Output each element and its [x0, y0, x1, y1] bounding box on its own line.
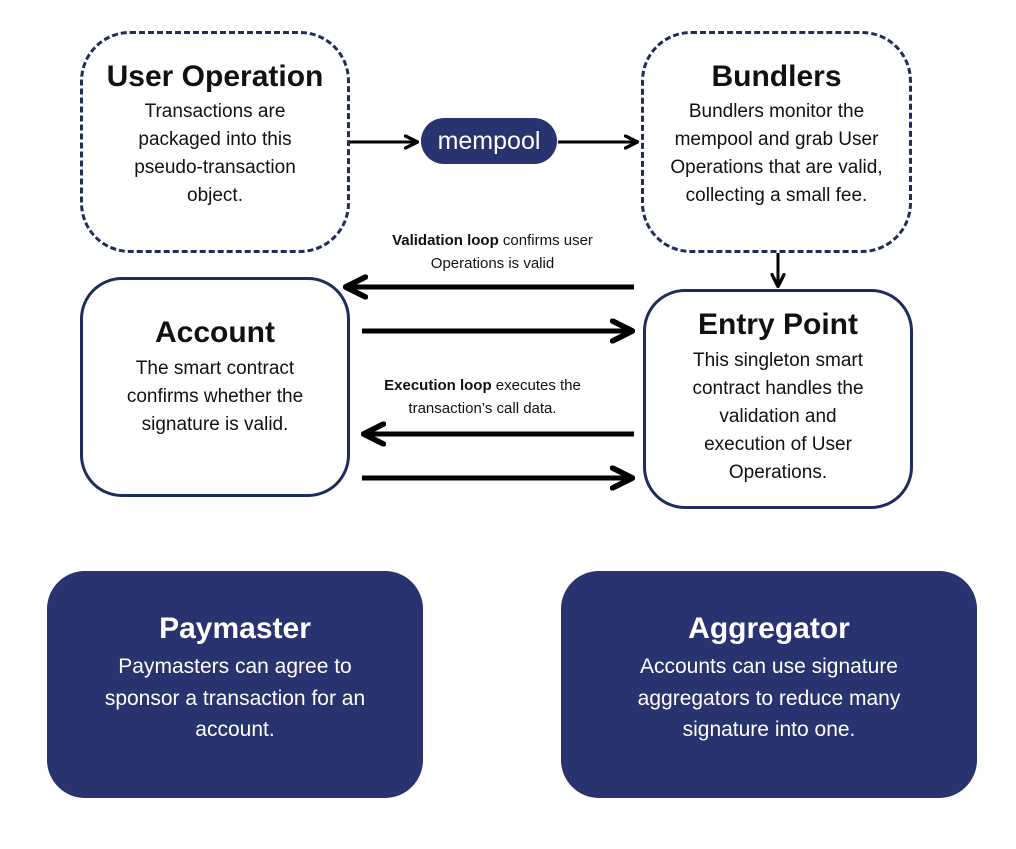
- user-operation-description: Transactions are packaged into this pseu…: [134, 101, 296, 207]
- paymaster-box: Paymaster Paymasters can agree to sponso…: [47, 571, 423, 798]
- aggregator-description: Accounts can use signature aggregators t…: [637, 655, 901, 741]
- aggregator-box: Aggregator Accounts can use signature ag…: [561, 571, 977, 798]
- user-operation-title: User Operation: [106, 60, 324, 93]
- user-operation-box: User Operation Transactions are packaged…: [80, 31, 350, 253]
- paymaster-description: Paymasters can agree to sponsor a transa…: [104, 655, 366, 741]
- account-box: Account The smart contract confirms whet…: [80, 277, 350, 497]
- bundlers-box: Bundlers Bundlers monitor the mempool an…: [641, 31, 912, 253]
- validation-loop-caption: Validation loop confirms user Operations…: [392, 232, 593, 272]
- entry-point-description: This singleton smart contract handles th…: [692, 350, 864, 484]
- account-title: Account: [155, 316, 275, 349]
- mempool-pill: mempool: [421, 118, 557, 164]
- execution-loop-caption: Execution loop executes the transaction’…: [384, 377, 581, 417]
- paymaster-title: Paymaster: [159, 612, 311, 645]
- bundlers-description: Bundlers monitor the mempool and grab Us…: [670, 101, 883, 207]
- aggregator-title: Aggregator: [688, 612, 850, 645]
- account-description: The smart contract confirms whether the …: [126, 358, 304, 436]
- entry-point-title: Entry Point: [697, 308, 858, 341]
- entry-point-box: Entry Point This singleton smart contrac…: [643, 289, 913, 509]
- bundlers-title: Bundlers: [711, 60, 842, 93]
